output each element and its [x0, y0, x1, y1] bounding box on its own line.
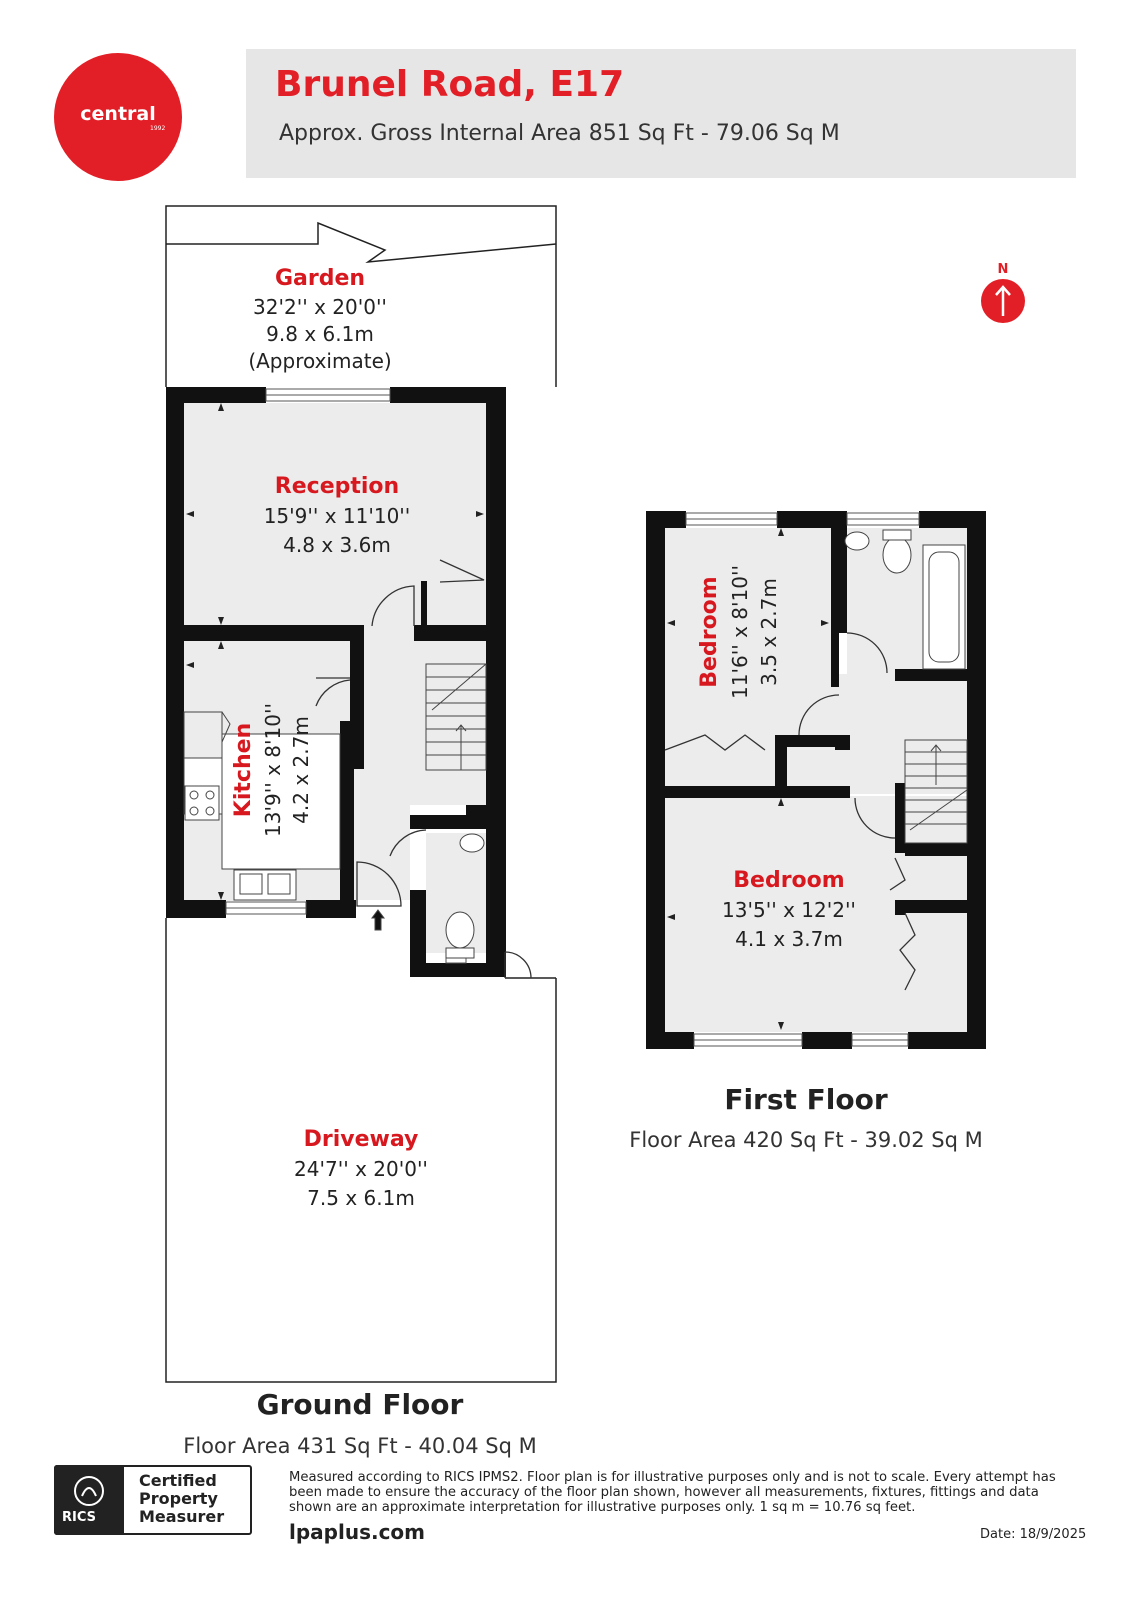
ground-floor-windows [225, 388, 467, 964]
ground-floor-walls [166, 387, 506, 977]
ground-floor-stairs [425, 663, 487, 771]
bathroom-fixtures [844, 529, 966, 670]
kitchen-metric: 4.2 x 2.7m [289, 716, 313, 824]
first-floor-interior [665, 528, 967, 1032]
driveway-metric: 7.5 x 6.1m [307, 1186, 415, 1210]
rics-certified-text: Certified Property Measurer [139, 1471, 225, 1526]
garden-label: Garden [275, 266, 365, 291]
first-floor-title: First Floor [724, 1083, 888, 1116]
gross-area-subtitle: Approx. Gross Internal Area 851 Sq Ft - … [279, 121, 840, 146]
measure-markers-ground [186, 403, 484, 900]
kitchen-imperial: 13'9'' x 8'10'' [261, 703, 285, 837]
garden-note: (Approximate) [248, 349, 391, 373]
bedroom2-metric: 4.1 x 3.7m [735, 927, 843, 951]
first-floor-walls [646, 511, 986, 1049]
first-floor-doors [664, 632, 916, 991]
bedroom1-imperial: 11'6'' x 8'10'' [728, 565, 752, 699]
rics-lion-icon [74, 1476, 104, 1506]
disclaimer-text: Measured according to RICS IPMS2. Floor … [289, 1470, 1056, 1515]
garden-imperial: 32'2'' x 20'0'' [253, 295, 387, 319]
driveway-imperial: 24'7'' x 20'0'' [294, 1157, 428, 1181]
first-floor-stairs [904, 739, 968, 844]
logo-text: central [80, 103, 156, 125]
ground-floor-doors [315, 559, 532, 979]
central-logo [54, 53, 182, 181]
website-link[interactable]: lpaplus.com [289, 1520, 426, 1544]
bedroom1-metric: 3.5 x 2.7m [757, 578, 781, 686]
ground-floor-title: Ground Floor [256, 1388, 464, 1421]
ground-floor-area: Floor Area 431 Sq Ft - 40.04 Sq M [183, 1434, 537, 1458]
header-band [246, 49, 1076, 178]
garden-metric: 9.8 x 6.1m [266, 322, 374, 346]
bedroom1-label: Bedroom [697, 576, 722, 687]
wc-fixtures [371, 833, 485, 959]
driveway-label: Driveway [304, 1127, 419, 1152]
compass-label: N [998, 262, 1009, 277]
reception-imperial: 15'9'' x 11'10'' [264, 504, 411, 528]
garden-outline [165, 205, 557, 387]
reception-label: Reception [275, 474, 399, 499]
plan-date: Date: 18/9/2025 [980, 1527, 1087, 1542]
north-arrow-icon: N [981, 262, 1025, 323]
kitchen-label: Kitchen [231, 723, 256, 817]
bedroom2-imperial: 13'5'' x 12'2'' [722, 898, 856, 922]
first-floor-area: Floor Area 420 Sq Ft - 39.02 Sq M [629, 1128, 983, 1152]
reception-metric: 4.8 x 3.6m [283, 533, 391, 557]
rics-word: RICS [62, 1510, 96, 1525]
kitchen-fixtures [183, 711, 341, 901]
bedroom2-label: Bedroom [733, 868, 844, 893]
measure-markers-first [667, 528, 829, 1030]
page-title: Brunel Road, E17 [275, 64, 625, 105]
logo-sub: 1992 [150, 125, 166, 132]
first-floor-windows [685, 512, 920, 1047]
ground-floor-interior [184, 403, 486, 953]
